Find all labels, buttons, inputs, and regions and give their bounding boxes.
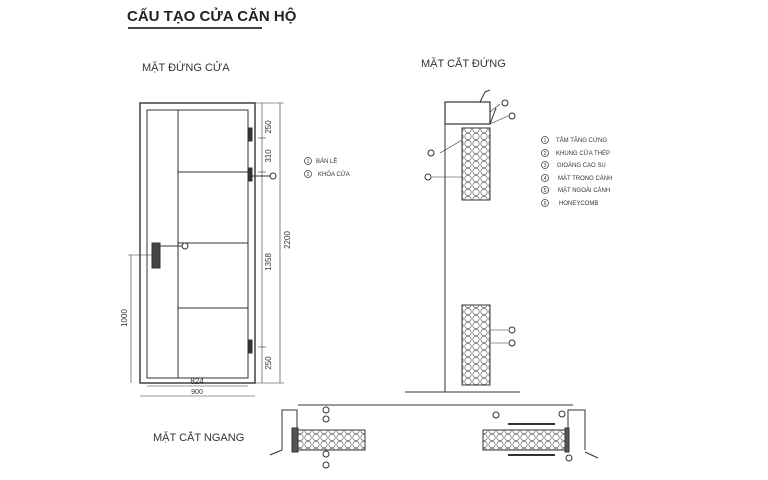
- legend-label: KHUNG CỬA THÉP: [556, 150, 610, 157]
- title-underline: [128, 27, 262, 29]
- legend-num: 6: [544, 201, 547, 207]
- hinge-icon: [247, 127, 253, 142]
- hinge-icon: [247, 339, 253, 354]
- legend-num: 2: [307, 172, 310, 178]
- door-elevation: [128, 102, 284, 397]
- hinge-icon: [247, 167, 253, 182]
- horizontal-section-heading: MẶT CẮT NGANG: [153, 432, 245, 444]
- legend-label: KHÓA CỬA: [318, 171, 350, 178]
- legend-num: 2: [544, 151, 547, 157]
- legend-label: MẶT TRONG CÁNH: [558, 175, 612, 182]
- elevation-heading: MẶT ĐỨNG CỬA: [142, 62, 230, 74]
- legend-num: 5: [544, 188, 547, 194]
- dim-top: 250: [264, 120, 273, 134]
- dim-outer-width: 900: [191, 389, 203, 396]
- legend-label: BẢN LỀ: [316, 158, 337, 165]
- legend-label: HONEYCOMB: [559, 201, 598, 207]
- dim-total-height: 2200: [283, 231, 292, 249]
- dim-handle-height: 1000: [120, 309, 129, 327]
- page-title: CẤU TẠO CỬA CĂN HỘ: [127, 8, 297, 25]
- vertical-section-heading: MẶT CẮT ĐỨNG: [421, 58, 506, 70]
- legend-label: MẶT NGOÀI CÁNH: [558, 187, 610, 194]
- dim-inner-width: 824: [190, 377, 204, 386]
- legend-num: 4: [544, 176, 547, 182]
- vertical-section: [405, 89, 520, 393]
- legend-num: 1: [307, 159, 310, 165]
- lock-icon: [151, 242, 161, 269]
- horizontal-section: [269, 404, 599, 469]
- dim-middle: 1358: [264, 253, 273, 271]
- dim-upper: 310: [264, 149, 273, 163]
- legend-num: 1: [544, 138, 547, 144]
- legend-label: TẤM TĂNG CỨNG: [556, 137, 607, 144]
- legend-label: GIOĂNG CAO SU: [557, 162, 606, 169]
- dim-bottom: 250: [264, 356, 273, 370]
- legend-num: 3: [544, 163, 547, 169]
